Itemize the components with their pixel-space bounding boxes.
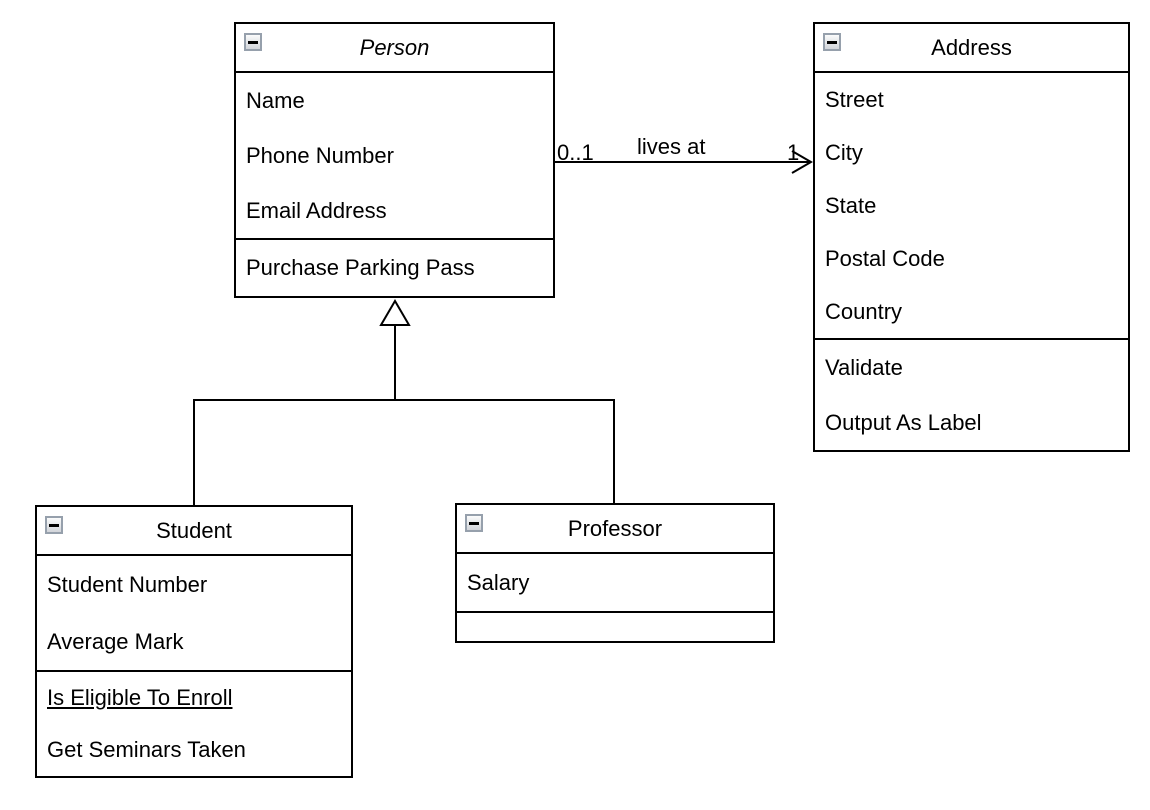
attribute: State	[825, 192, 877, 218]
minus-icon	[827, 40, 837, 44]
attributes-compartment: Street City State Postal Code Country	[815, 73, 1128, 340]
operation: Purchase Parking Pass	[246, 255, 475, 280]
collapse-icon[interactable]	[823, 33, 841, 51]
collapse-icon[interactable]	[465, 514, 483, 532]
class-title: Person	[359, 34, 430, 60]
operations-compartment: Is Eligible To Enroll Get Seminars Taken	[37, 672, 351, 776]
collapse-icon[interactable]	[244, 33, 262, 51]
class-student[interactable]: Student Student Number Average Mark Is E…	[35, 505, 353, 778]
attribute: Student Number	[47, 571, 208, 597]
association-source-multiplicity: 0..1	[557, 140, 594, 165]
attribute: Name	[246, 87, 305, 113]
attributes-compartment: Name Phone Number Email Address	[236, 73, 553, 240]
attribute: Street	[825, 86, 884, 112]
association-label: lives at	[637, 134, 706, 159]
class-person-title-bar: Person	[236, 24, 553, 73]
attribute: Salary	[467, 569, 530, 595]
class-title: Student	[156, 517, 232, 543]
association-target-multiplicity: 1	[787, 140, 800, 165]
operation: Get Seminars Taken	[47, 737, 246, 762]
minus-icon	[49, 523, 59, 527]
attributes-compartment: Student Number Average Mark	[37, 556, 351, 672]
attribute: City	[825, 139, 863, 165]
class-person[interactable]: Person Name Phone Number Email Address P…	[234, 22, 555, 298]
class-address-title-bar: Address	[815, 24, 1128, 73]
attribute: Postal Code	[825, 245, 945, 271]
attribute: Phone Number	[246, 142, 394, 168]
class-title: Professor	[567, 515, 663, 541]
attributes-compartment: Salary	[457, 554, 773, 613]
attribute: Average Mark	[47, 628, 184, 654]
attribute: Email Address	[246, 197, 387, 223]
class-professor-title-bar: Professor	[457, 505, 773, 554]
attribute: Country	[825, 298, 903, 324]
operation: Validate	[825, 354, 903, 380]
minus-icon	[248, 40, 258, 44]
operation-static: Is Eligible To Enroll	[47, 685, 233, 710]
class-student-title-bar: Student	[37, 507, 351, 556]
generalization-triangle-icon	[379, 299, 411, 326]
operations-compartment: Validate Output As Label	[815, 340, 1128, 450]
collapse-icon[interactable]	[45, 516, 63, 534]
class-professor[interactable]: Professor Salary	[455, 503, 775, 643]
operations-compartment-empty	[457, 613, 773, 641]
operation: Output As Label	[825, 409, 982, 435]
minus-icon	[469, 521, 479, 525]
operations-compartment: Purchase Parking Pass	[236, 240, 553, 296]
class-address[interactable]: Address Street City State Postal Code Co…	[813, 22, 1130, 452]
class-title: Address	[931, 34, 1012, 60]
